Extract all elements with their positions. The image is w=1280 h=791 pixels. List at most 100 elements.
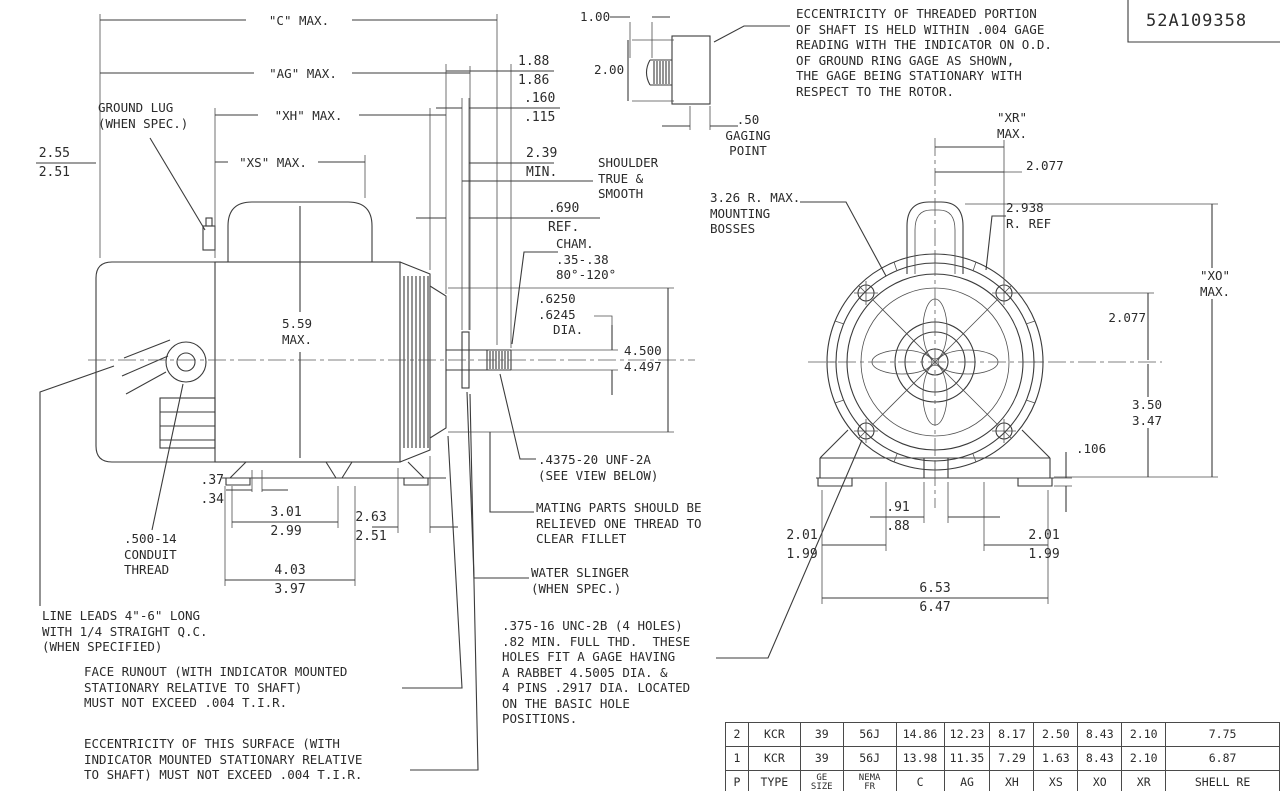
cell: 13.98 — [895, 746, 945, 771]
mating-parts-note: MATING PARTS SHOULD BE RELIEVED ONE THRE… — [536, 500, 702, 546]
dim-c-max: "C" MAX. — [246, 13, 352, 29]
cell: SHELL RE — [1165, 770, 1280, 791]
cell: 2 — [725, 722, 749, 747]
top-cover — [227, 201, 373, 262]
eccentricity-surface-leader — [410, 393, 479, 771]
shaft-stub — [650, 59, 672, 86]
cell: 56J — [842, 746, 897, 771]
dim-2077-right: 2.077 — [1108, 310, 1146, 325]
cell: 8.43 — [1077, 722, 1123, 747]
detail-dimension-lines — [610, 16, 790, 127]
dim-xs-max: "XS" MAX. — [228, 155, 318, 171]
cell: KCR — [747, 746, 801, 771]
water-slinger-leader — [466, 391, 529, 579]
cell: XH — [989, 770, 1035, 791]
dim-2-55: 2.55 2.51 — [38, 146, 70, 180]
end-dimension-lines — [716, 146, 1213, 659]
cell: AG — [943, 770, 991, 791]
bolt-holes-note: .375-16 UNC-2B (4 HOLES) .82 MIN. FULL T… — [502, 618, 691, 726]
cell: XS — [1033, 770, 1079, 791]
eccentricity-surface-note: ECCENTRICITY OF THIS SURFACE (WITH INDIC… — [84, 736, 363, 782]
shaft-stub-end — [645, 59, 651, 86]
cell: TYPE — [747, 770, 801, 791]
motor-frame — [214, 261, 401, 463]
cell: 39 — [799, 722, 844, 747]
dim-263: 2.63 2.51 — [355, 510, 387, 544]
dim-37: .37 .34 — [200, 473, 224, 507]
dim-160: .160 .115 — [524, 91, 556, 125]
foot-pads — [225, 478, 429, 486]
cell: P — [725, 770, 749, 791]
conduit-leader — [151, 383, 184, 531]
face-runout-note: FACE RU­NOUT (WITH INDICATOR MOUNTED STA… — [84, 664, 348, 710]
capacitor-box — [159, 397, 216, 449]
cell: 12.23 — [943, 722, 991, 747]
capacitor-ribs — [160, 411, 215, 441]
spec-table: 2 KCR 39 56J 14.86 12.23 8.17 2.50 8.43 … — [725, 722, 1280, 791]
title-block-border — [1127, 0, 1280, 43]
cell: 2.10 — [1121, 746, 1167, 771]
cell: 14.86 — [895, 722, 945, 747]
water-slinger-note: WATER SLINGER (WHEN SPEC.) — [531, 565, 629, 596]
dim-201-left: 2.01 1.99 — [786, 528, 818, 562]
ref-2938-leader — [985, 215, 1006, 271]
gaging-point-note: .50 GAGING POINT — [725, 112, 771, 158]
face-runout-leader — [402, 435, 463, 689]
lead-end-housing — [95, 261, 215, 463]
cell: XO — [1077, 770, 1123, 791]
dim-4500: 4.500 4.497 — [624, 343, 662, 374]
cell: 8.43 — [1077, 746, 1123, 771]
dim-301: 3.01 2.99 — [270, 505, 302, 539]
cell: 56J — [842, 722, 897, 747]
cell: C — [895, 770, 945, 791]
spec-row-1: 1 KCR 39 56J 13.98 11.35 7.29 1.63 8.43 … — [725, 746, 1280, 771]
cooling-ribs — [403, 276, 429, 448]
cell: KCR — [747, 722, 801, 747]
dim-350: 3.50 3.47 — [1122, 397, 1172, 428]
line-leads-note: LINE LEADS 4"-6" LONG WITH 1/4 STRAIGHT … — [42, 608, 208, 654]
dim-106: .106 — [1076, 441, 1107, 456]
dim-ag-max: "AG" MAX. — [254, 66, 352, 82]
dim-2077-top: 2.077 — [1026, 158, 1064, 173]
line-leads-leader — [39, 365, 115, 606]
dim-201-right: 2.01 1.99 — [1028, 528, 1060, 562]
cell: XR — [1121, 770, 1167, 791]
cell: 1.63 — [1033, 746, 1079, 771]
ground-lug-leader — [149, 137, 206, 231]
shoulder-note: SHOULDER TRUE & SMOOTH — [598, 155, 659, 201]
mounting-boss-leader — [800, 201, 887, 277]
lead-wire — [125, 371, 167, 395]
mounting-boss-note: 3.26 R. MAX. MOUNTING BOSSES — [710, 190, 801, 236]
cell: 7.75 — [1165, 722, 1280, 747]
cell: 11.35 — [943, 746, 991, 771]
eccentricity-note-leader — [713, 25, 790, 43]
unf-thread-leader — [499, 373, 536, 460]
bolt-hole-center-marks — [854, 281, 1016, 443]
lead-wire — [123, 339, 171, 359]
dim-690-ref: .690 REF. — [548, 201, 580, 235]
ring-gage-body — [671, 35, 711, 105]
dim-xo-max: "XO" MAX. — [1186, 268, 1244, 299]
cell: GE SIZE — [799, 770, 844, 791]
chamfer-leader — [511, 251, 558, 345]
end-view-foot-pads — [817, 478, 1053, 487]
dim-xr-max: "XR" MAX. — [996, 110, 1028, 141]
bolt-holes-leader — [716, 439, 863, 659]
mating-parts-leader — [489, 432, 534, 513]
detail-dim-100: 1.00 — [580, 9, 611, 24]
conduit-boss — [165, 341, 207, 383]
dim-91: .91 .88 — [886, 500, 910, 534]
conduit-thread-note: .500-14 CONDUIT THREAD — [124, 531, 177, 577]
cell: 39 — [799, 746, 844, 771]
side-extension-lines — [99, 14, 674, 586]
cell: 8.17 — [989, 722, 1035, 747]
dim-6250-dia: .6250 .6245 DIA. — [538, 291, 584, 337]
chamfer-note: CHAM. .35-.38 80°-120° — [556, 236, 617, 282]
cell: 2.50 — [1033, 722, 1079, 747]
cell: 7.29 — [989, 746, 1035, 771]
ref-2938-note: 2.938 R. REF — [1006, 200, 1052, 231]
cell: 1 — [725, 746, 749, 771]
mounting-feet — [222, 461, 446, 479]
dim-653: 6.53 6.47 — [919, 581, 951, 615]
